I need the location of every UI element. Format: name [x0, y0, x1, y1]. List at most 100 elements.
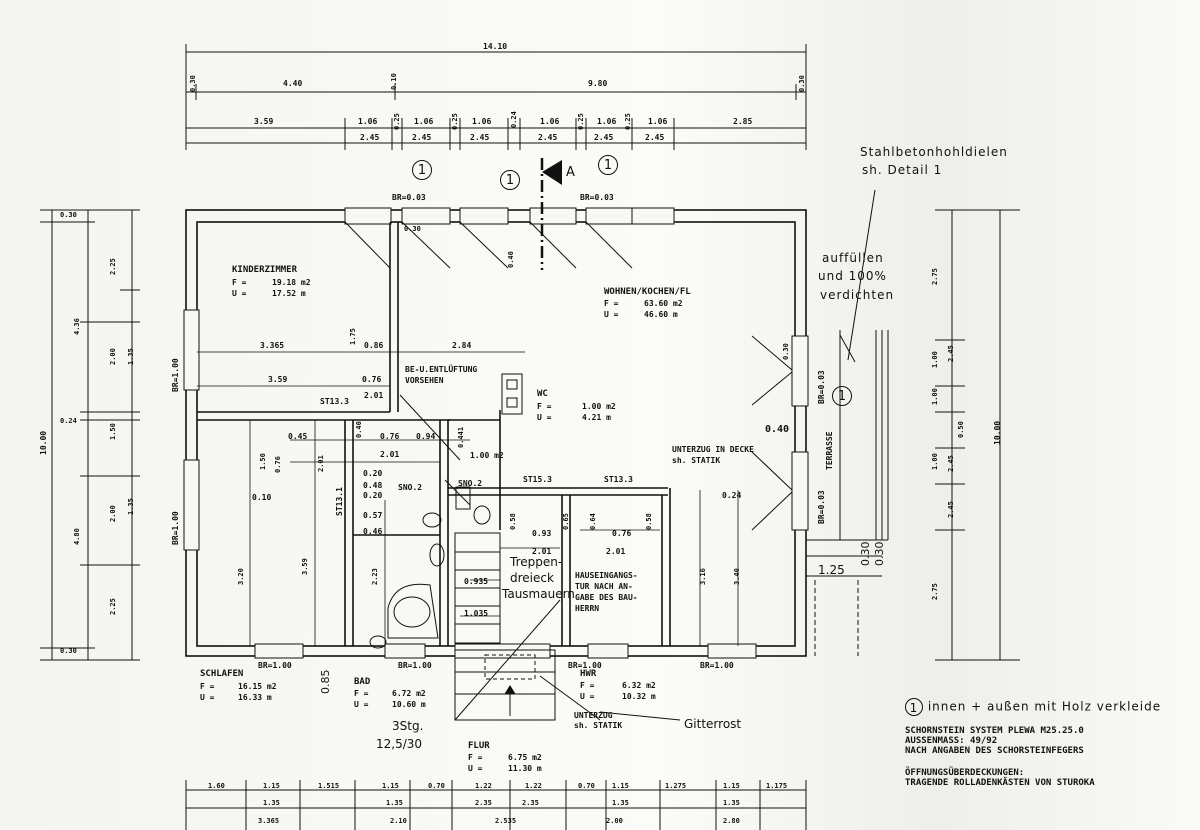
label-treppe-1: Treppen- [510, 555, 563, 569]
dim-end-right: 0.30 [798, 75, 806, 92]
dim-right-part: 9.80 [588, 79, 608, 88]
dim-left-c-0: 1.35 [127, 348, 135, 365]
dim-top-r1-4: 1.06 [540, 117, 560, 126]
room-flur-u-label: U = [468, 764, 483, 773]
exterior-wall-outer [185, 209, 807, 657]
dim-320: 3.20 [237, 568, 245, 585]
dim-150: 1.50 [259, 453, 267, 470]
walls [185, 209, 807, 657]
label-auffuellen-2: und 100% [818, 269, 887, 283]
dim-ticks-top [185, 44, 807, 150]
dim-076: 0.76 [362, 375, 382, 384]
dim-030-terr: 0.30 [782, 343, 790, 360]
dim-058: 0.58 [509, 513, 517, 530]
detail-marker-1c: 1 [598, 155, 618, 175]
label-be-entlueftung-1: BE-U.ENTLÜFTUNG [405, 365, 478, 374]
dim-top-r2-1: 2.45 [412, 133, 432, 142]
label-st133-b: ST13.3 [604, 475, 633, 484]
dim-bottom-r3-0: 3.365 [258, 817, 280, 825]
dim-top-small-1: 0.25 [451, 113, 459, 130]
label-br003-right-a: BR=0.03 [817, 370, 826, 404]
dim-045: 0.45 [288, 432, 308, 441]
room-schlafen-u-label: U = [200, 693, 215, 702]
room-wc-u-label: U = [537, 413, 552, 422]
dim-right-mid: 0.50 [957, 421, 965, 438]
dim-bottom-r2-5: 1.35 [723, 799, 740, 807]
label-st133-a: ST13.3 [320, 397, 349, 406]
entry-steps [454, 649, 556, 721]
dim-mid-wall: 0.10 [390, 73, 398, 90]
toilet-icon [422, 512, 442, 528]
label-br100-bad: BR=1.00 [398, 661, 432, 670]
label-sno2-a: SNO.2 [398, 483, 423, 492]
dim-left-part: 4.40 [283, 79, 303, 88]
dim-048: 0.48 [363, 481, 383, 490]
room-wc-name: WC [537, 389, 548, 399]
dim-end-left: 0.30 [189, 75, 197, 92]
label-stufen: 3Stg. [392, 719, 424, 733]
dim-201-v: 2.01 [317, 455, 325, 472]
dim-top-r1-3: 1.06 [472, 117, 492, 126]
dim-left-top: 0.30 [60, 211, 77, 219]
room-hwr-u-value: 10.32 m [622, 692, 656, 701]
dim-bottom-r3-1: 2.10 [390, 817, 407, 825]
dim-316: 3.16 [699, 568, 707, 585]
dim-left-a-3: 2.00 [109, 505, 117, 522]
label-hauseingang-2: TUR NACH AN- [575, 582, 633, 591]
note-schornsteinfeger: NACH ANGABEN DES SCHORSTEINFEGERS [905, 746, 1084, 756]
door-swings [344, 221, 793, 531]
dim-040-terr: 0.40 [765, 424, 790, 435]
dim-left-a-0: 2.25 [109, 258, 117, 275]
label-br100-hwr: BR=1.00 [568, 661, 602, 670]
room-hwr-f-label: F = [580, 681, 595, 690]
terrace [806, 189, 889, 656]
dim-0441: 0.441 [457, 426, 465, 448]
label-br100-left-a: BR=1.00 [171, 358, 180, 392]
dim-020: 0.20 [363, 469, 383, 478]
room-flur-u-value: 11.30 m [508, 764, 542, 773]
dim-top-small-2: 0.24 [510, 111, 518, 128]
label-gitterrost: Gitterrost [684, 717, 742, 731]
room-wohnen-u-label: U = [604, 310, 619, 319]
room-wohnen-name: WOHNEN/KOCHEN/FL [604, 287, 691, 297]
dim-094: 0.94 [416, 432, 436, 441]
dim-064: 0.64 [589, 513, 597, 530]
label-auffuellen-3: verdichten [820, 288, 895, 302]
note-oeffnungen: ÖFFNUNGSÜBERDECKUNGEN: [905, 768, 1025, 778]
dim-076-v: 0.76 [274, 456, 282, 473]
room-wc-u-value: 4.21 m [582, 413, 611, 422]
dim-201-hwr: 2.01 [606, 547, 626, 556]
dim-bottom-r3-3: 2.00 [606, 817, 623, 825]
dim-overall-height-right: 10.00 [993, 420, 1002, 445]
dim-bottom-r1-1: 1.15 [263, 782, 280, 790]
dim-top-r1-7: 2.85 [733, 117, 753, 126]
dim-bottom-r2-3: 2.35 [522, 799, 539, 807]
dim-bottom-r1-4: 0.70 [428, 782, 445, 790]
room-bad-name: BAD [354, 677, 371, 687]
dim-left-b-0: 4.36 [73, 318, 81, 335]
label-terrasse: TERRASSE [825, 431, 834, 470]
dim-076-b: 0.76 [380, 432, 400, 441]
dim-bottom-r1-7: 0.70 [578, 782, 595, 790]
label-br100-right: BR=1.00 [700, 661, 734, 670]
gitterrost-grate [484, 654, 536, 680]
bath-fixtures [369, 486, 491, 649]
dim-010: 0.10 [252, 493, 272, 502]
dim-284: 2.84 [452, 341, 472, 350]
room-kinderzimmer-f-value: 19.18 m2 [272, 278, 311, 287]
section-marker-a [540, 158, 562, 270]
label-st131: ST13.1 [335, 487, 344, 516]
dim-175: 1.75 [349, 328, 357, 345]
label-br100-left-b: BR=1.00 [171, 511, 180, 545]
dim-left-a-4: 2.25 [109, 598, 117, 615]
label-st153: ST15.3 [523, 475, 552, 484]
label-br003-b: BR=0.03 [580, 193, 614, 202]
dim-058-b: 0.58 [645, 513, 653, 530]
dim-top-r2-0: 2.45 [360, 133, 380, 142]
dim-top-r2-5: 2.45 [645, 133, 665, 142]
dim-right-b-0: 2.45 [947, 345, 955, 362]
sink-icon [429, 543, 445, 567]
room-flur-f-label: F = [468, 753, 483, 762]
detail-marker-1d: 1 [832, 386, 852, 406]
detail-marker-1b: 1 [500, 170, 520, 190]
